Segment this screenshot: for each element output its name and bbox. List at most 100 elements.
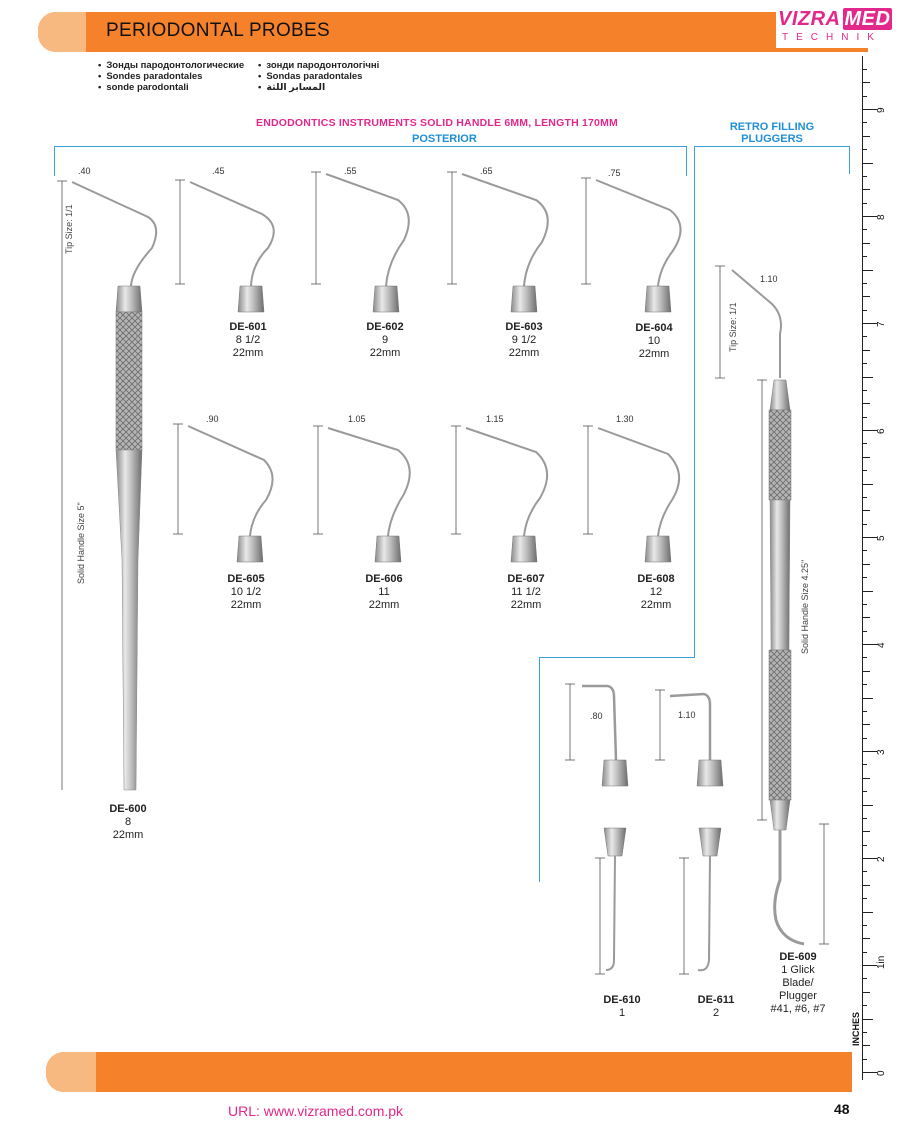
tip-size-603: .65 <box>480 166 493 176</box>
tip-size-600: .40 <box>78 166 91 176</box>
ruler-tick <box>863 510 870 512</box>
ruler-tick <box>863 149 867 151</box>
ruler-tick <box>863 323 877 324</box>
translation-item: Зонды пародонтологические <box>98 60 268 71</box>
ruler-tick <box>863 242 870 244</box>
ruler-tick <box>863 563 870 565</box>
ruler-tick <box>863 804 873 806</box>
tip-size-label-609: Tip Size: 1/1 <box>728 302 738 352</box>
translation-item: Sondas paradontales <box>258 71 428 82</box>
ruler-tick <box>863 470 867 472</box>
ruler-tick <box>863 577 867 579</box>
ruler-number: 9 <box>876 107 887 113</box>
ruler-tick <box>863 122 867 124</box>
retro-bracket-top <box>694 146 850 147</box>
tip-size-602: .55 <box>344 166 357 176</box>
ruler-tick <box>863 965 877 966</box>
tip-size-604: .75 <box>608 168 621 178</box>
retro-bracket-right <box>849 146 850 174</box>
ruler-tick <box>863 496 867 498</box>
ruler-tick <box>863 978 867 980</box>
page-title: PERIODONTAL PROBES <box>106 20 330 41</box>
ruler-tick <box>863 617 870 619</box>
ruler-tick <box>863 363 867 365</box>
tip-size-609: 1.10 <box>760 274 778 284</box>
ruler-tick <box>863 349 870 351</box>
ruler-tick <box>863 844 867 846</box>
ruler-tick <box>863 229 867 231</box>
translations-left: Зонды пародонтологические Sondes paradon… <box>98 60 268 93</box>
probe-de-603 <box>447 171 549 313</box>
ruler-tick <box>863 282 867 284</box>
ruler-tick <box>863 216 877 217</box>
footer-url[interactable]: URL: www.vizramed.com.pk <box>228 1103 404 1119</box>
ruler-tick <box>863 858 877 859</box>
tip-size-610: .80 <box>590 711 603 721</box>
ruler-tick <box>863 403 870 405</box>
ruler-tick <box>863 483 873 485</box>
tip-size-608: 1.30 <box>616 414 634 424</box>
header-bar: PERIODONTAL PROBES <box>38 12 868 52</box>
ruler-tick <box>863 991 870 993</box>
probe-de-608 <box>583 425 680 563</box>
ruler-number: 5 <box>876 535 887 541</box>
tip-size-606: 1.05 <box>348 414 366 424</box>
ruler-tick <box>863 175 867 177</box>
tip-size-label: Tip Size: 1/1 <box>64 204 74 254</box>
ruler-tick <box>863 831 870 833</box>
ruler-tick <box>863 1058 867 1060</box>
tip-size-607: 1.15 <box>486 414 504 424</box>
ruler-tick <box>863 657 867 659</box>
header-accent <box>38 12 86 52</box>
ruler-tick <box>863 135 870 137</box>
ruler-tick <box>863 590 873 592</box>
translations-right: зонди пародонтологічні Sondas paradontal… <box>258 60 428 93</box>
ruler-tick <box>863 269 873 271</box>
ruler-tick <box>863 1018 873 1020</box>
retro-bracket-left <box>694 146 695 658</box>
ruler-tick <box>863 871 867 873</box>
probe-de-601 <box>175 179 275 313</box>
posterior-title: POSTERIOR <box>412 133 477 145</box>
translation-item: sonde parodontali <box>98 82 268 93</box>
ruler-tick <box>863 724 870 726</box>
pluggers-bracket-left <box>539 657 540 882</box>
ruler-tick <box>863 710 867 712</box>
ruler-tick <box>863 603 867 605</box>
probe-de-604 <box>581 177 682 313</box>
ruler-tick <box>863 697 873 699</box>
ruler-tick <box>863 550 867 552</box>
ruler-tick <box>863 376 873 378</box>
probe-de-600 <box>57 180 158 791</box>
posterior-bracket-left <box>54 146 55 176</box>
posterior-bracket-top <box>54 146 687 147</box>
ruler-tick <box>863 884 870 886</box>
pluggers-bracket-top <box>539 657 695 658</box>
ruler-number: 6 <box>876 428 887 434</box>
handle-size-label-600: Solid Handle Size 5" <box>76 502 86 584</box>
ruler-number: 2 <box>876 856 887 862</box>
ruler-number: 8 <box>876 214 887 220</box>
ruler-tick <box>863 443 867 445</box>
tip-size-605: .90 <box>206 414 219 424</box>
ruler-tick <box>863 791 867 793</box>
section-title: ENDODONTICS INSTRUMENTS SOLID HANDLE 6MM… <box>256 117 618 129</box>
plugger-de-611 <box>655 689 724 975</box>
ruler-tick <box>863 336 867 338</box>
translation-item: зонди пародонтологічні <box>258 60 428 71</box>
ruler-number: 3 <box>876 749 887 755</box>
ruler-tick <box>863 537 877 538</box>
ruler-tick <box>863 202 867 204</box>
ruler-number: 1in <box>876 955 887 969</box>
ruler-tick <box>863 951 867 953</box>
ruler-tick <box>863 644 877 645</box>
